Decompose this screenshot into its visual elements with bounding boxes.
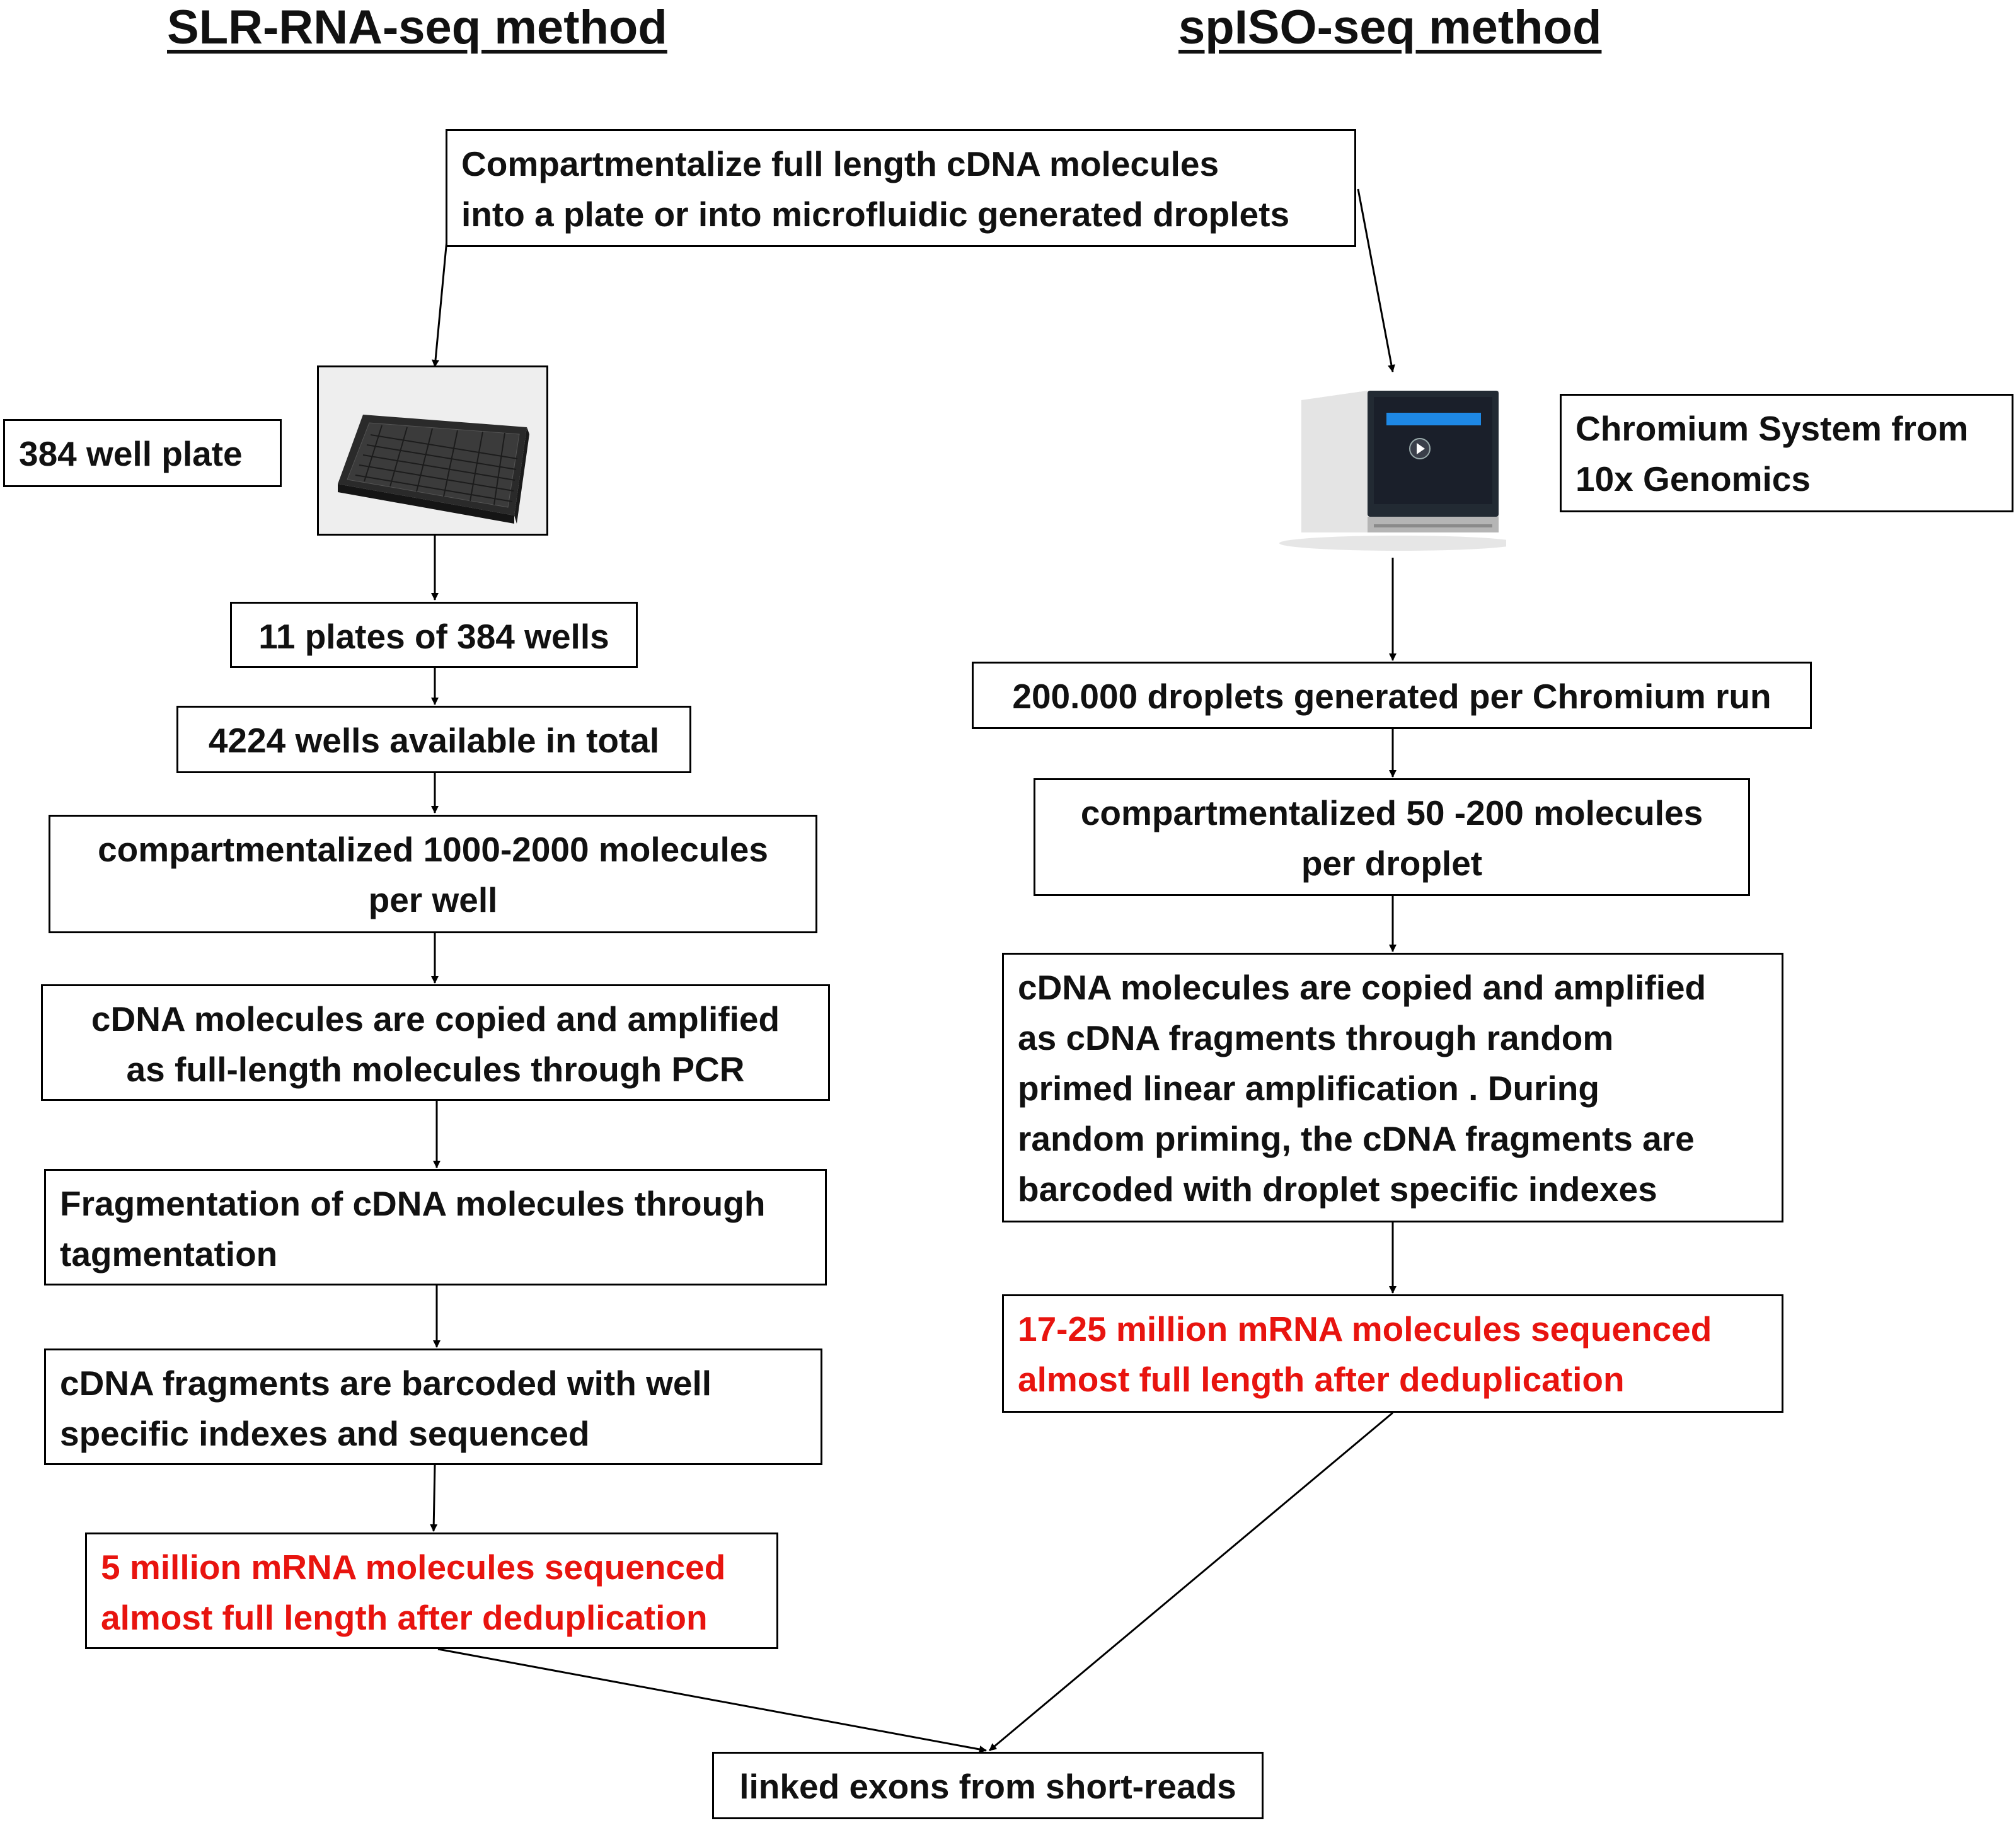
heading-slr-rna-seq: SLR-RNA-seq method [167, 1, 667, 54]
droplets-box: 200.000 droplets generated per Chromium … [972, 662, 1812, 729]
arrow-top-to-device [1357, 188, 1395, 372]
left-result-box: 5 million mRNA molecules sequenced almos… [85, 1533, 778, 1649]
amplification-box: cDNA molecules are copied and amplified … [1002, 953, 1783, 1222]
right-result-box: 17-25 million mRNA molecules sequenced a… [1002, 1294, 1783, 1413]
arrow-right-result-to-final [989, 1412, 1393, 1752]
arrow-top-to-plate [432, 233, 449, 367]
plates-box: 11 plates of 384 wells [230, 602, 638, 668]
linked-exons-box: linked exons from short-reads [712, 1752, 1264, 1819]
arrow-left-result-to-final [437, 1648, 987, 1753]
well-plate-icon [338, 415, 529, 524]
chromium-device-icon [1279, 391, 1519, 551]
left-compartment-box: compartmentalized 1000-2000 molecules pe… [49, 815, 817, 933]
device-label-box: Chromium System from 10x Genomics [1560, 394, 2013, 512]
chromium-controller-image [1241, 378, 1519, 558]
plate-label-box: 384 well plate [3, 419, 282, 487]
heading-spiso-seq: spISO-seq method [1178, 1, 1602, 54]
fragmentation-box: Fragmentation of cDNA molecules through … [44, 1169, 827, 1285]
arrow-barcoded-to-result [430, 1464, 438, 1532]
384-well-plate-image [317, 365, 548, 536]
wells-box: 4224 wells available in total [176, 706, 691, 773]
right-compartment-box: compartmentalized 50 -200 molecules per … [1034, 778, 1750, 896]
pcr-box: cDNA molecules are copied and amplified … [41, 984, 830, 1101]
barcoded-box: cDNA fragments are barcoded with well sp… [44, 1349, 822, 1465]
compartmentalize-box: Compartmentalize full length cDNA molecu… [446, 129, 1356, 247]
